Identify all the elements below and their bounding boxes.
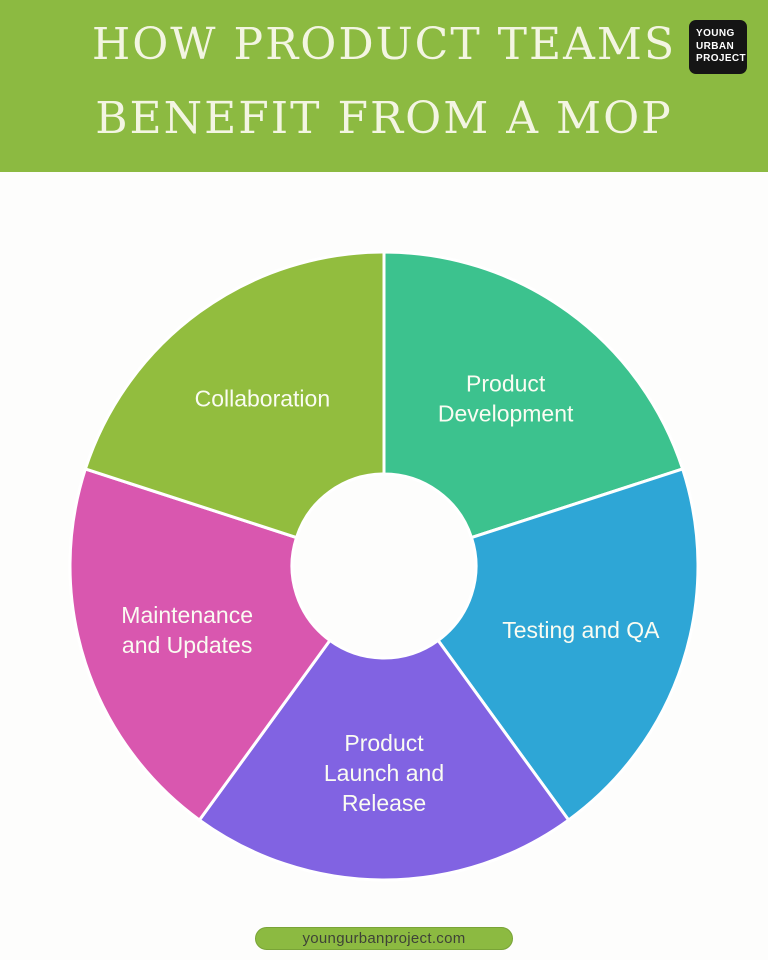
page-title: HOW PRODUCT TEAMS BENEFIT FROM A MOP	[0, 8, 768, 156]
pie-slice-maintenance-and-updates	[68, 467, 332, 822]
brand-logo-line-young: YOUNG	[696, 28, 735, 40]
brand-logo-line-project: PROJECT	[696, 53, 747, 65]
brand-logo: YOUNG URBAN PROJECT	[689, 20, 747, 74]
header-banner: HOW PRODUCT TEAMS BENEFIT FROM A MOP YOU…	[0, 0, 768, 172]
pie-slice-product-development	[382, 250, 685, 540]
brand-logo-line-urban: URBAN	[696, 40, 735, 52]
page-title-line-2: BENEFIT FROM A MOP	[95, 93, 673, 144]
website-pill: youngurbanproject.com	[255, 927, 513, 950]
pie-slice-product-launch-and-release	[197, 638, 571, 882]
pie-slice-label-testing-and-qa: Testing and QA	[502, 617, 660, 643]
website-label: youngurbanproject.com	[302, 930, 466, 947]
pie-slice-collaboration	[83, 250, 386, 540]
pie-slice-label-collaboration: Collaboration	[195, 386, 331, 412]
page-title-line-1: HOW PRODUCT TEAMS	[91, 19, 677, 70]
pie-slice-testing-and-qa	[436, 467, 700, 822]
